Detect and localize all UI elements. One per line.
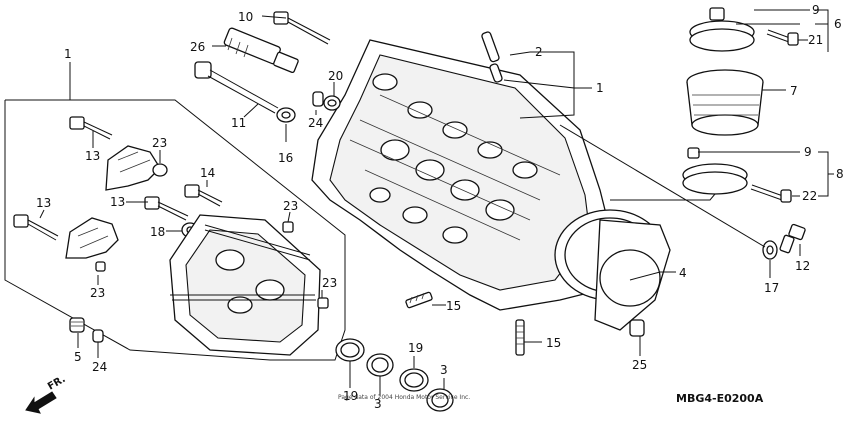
callout-15-lower: 15 xyxy=(546,336,561,350)
spark-plug-part-26 xyxy=(223,27,299,74)
seal-part-5 xyxy=(69,317,85,333)
stud-bolt-part-15-upper xyxy=(405,291,433,309)
copyright-watermark: Page data of 2004 Honda Motor Service In… xyxy=(338,394,470,401)
callout-13-top: 13 xyxy=(85,149,100,163)
callout-13-mid: 13 xyxy=(110,195,125,209)
screw-part-21 xyxy=(766,29,799,46)
cam-holder-lower xyxy=(65,217,119,272)
cylinder-head xyxy=(311,39,671,331)
callout-19-right: 19 xyxy=(408,341,423,355)
front-arrow: FR. xyxy=(25,374,68,414)
callout-20: 20 xyxy=(328,69,343,83)
callout-9-lower: 9 xyxy=(804,145,812,159)
o-rings-lower xyxy=(335,338,454,412)
callout-14: 14 xyxy=(200,166,215,180)
callout-4: 4 xyxy=(679,266,687,280)
washer-part-17 xyxy=(762,240,778,260)
callout-26: 26 xyxy=(190,40,205,54)
clamp-band-lower xyxy=(682,147,748,195)
front-label: FR. xyxy=(46,374,68,393)
callout-21: 21 xyxy=(808,33,823,47)
bolt-part-13-left xyxy=(13,214,59,241)
callout-2: 2 xyxy=(535,45,543,59)
callout-5: 5 xyxy=(74,350,82,364)
callout-22: 22 xyxy=(802,189,817,203)
callout-18: 18 xyxy=(150,225,165,239)
dowel-pin-part-2 xyxy=(481,31,503,83)
callout-11: 10 xyxy=(238,10,253,24)
diagram-code: MBG4-E0200A xyxy=(676,392,764,405)
clamp-band-upper xyxy=(689,7,755,52)
callout-23-right: 23 xyxy=(322,276,337,290)
left-assembly-outline xyxy=(4,62,346,361)
callout-23-mid: 23 xyxy=(283,199,298,213)
callout-8: 8 xyxy=(836,167,844,181)
leader-lines xyxy=(39,9,834,396)
callout-9-top: 9 xyxy=(812,3,820,17)
callouts: 10 26 11 16 20 24 2 1 1 13 23 14 13 18 1… xyxy=(36,3,844,411)
callout-7: 6 xyxy=(834,17,842,31)
callout-23-top: 23 xyxy=(152,136,167,150)
callout-17: 17 xyxy=(764,281,779,295)
arrow-icon xyxy=(25,391,57,414)
dowel-part-25 xyxy=(629,319,645,337)
seal-part-20 xyxy=(323,95,341,111)
bolt-part-13-mid xyxy=(144,196,189,221)
washer-part-16 xyxy=(276,107,296,123)
callout-19-left: 19 xyxy=(343,389,358,403)
temp-sensor-part-10 xyxy=(779,223,806,254)
callout-12: 11 xyxy=(231,116,246,130)
callout-25: 25 xyxy=(632,358,647,372)
callout-15-upper: 15 xyxy=(446,299,461,313)
callout-1-right: 1 xyxy=(596,81,604,95)
bolt-part-11 xyxy=(273,11,331,45)
stud-bolt-part-15-lower xyxy=(515,319,525,356)
callout-23-left: 23 xyxy=(90,286,105,300)
callout-1-left: 1 xyxy=(64,47,72,61)
insulator-part-6 xyxy=(686,69,764,136)
callout-3-left: 3 xyxy=(374,397,382,411)
callout-16: 16 xyxy=(278,151,293,165)
callout-24-upper: 24 xyxy=(308,116,323,130)
cam-holder-upper xyxy=(105,145,168,191)
callout-6: 7 xyxy=(790,84,798,98)
dowel-part-24-lower xyxy=(92,329,104,343)
callout-10: 12 xyxy=(795,259,810,273)
bolt-part-14 xyxy=(184,184,223,207)
cam-carrier xyxy=(169,214,329,356)
bolt-part-13-top xyxy=(69,116,113,140)
callout-3-right: 3 xyxy=(440,363,448,377)
callout-13-left: 13 xyxy=(36,196,51,210)
callout-24-lower: 24 xyxy=(92,360,107,374)
screw-part-22 xyxy=(750,184,792,203)
dowel-part-24-upper xyxy=(312,91,324,107)
bolt-part-12 xyxy=(194,61,279,114)
